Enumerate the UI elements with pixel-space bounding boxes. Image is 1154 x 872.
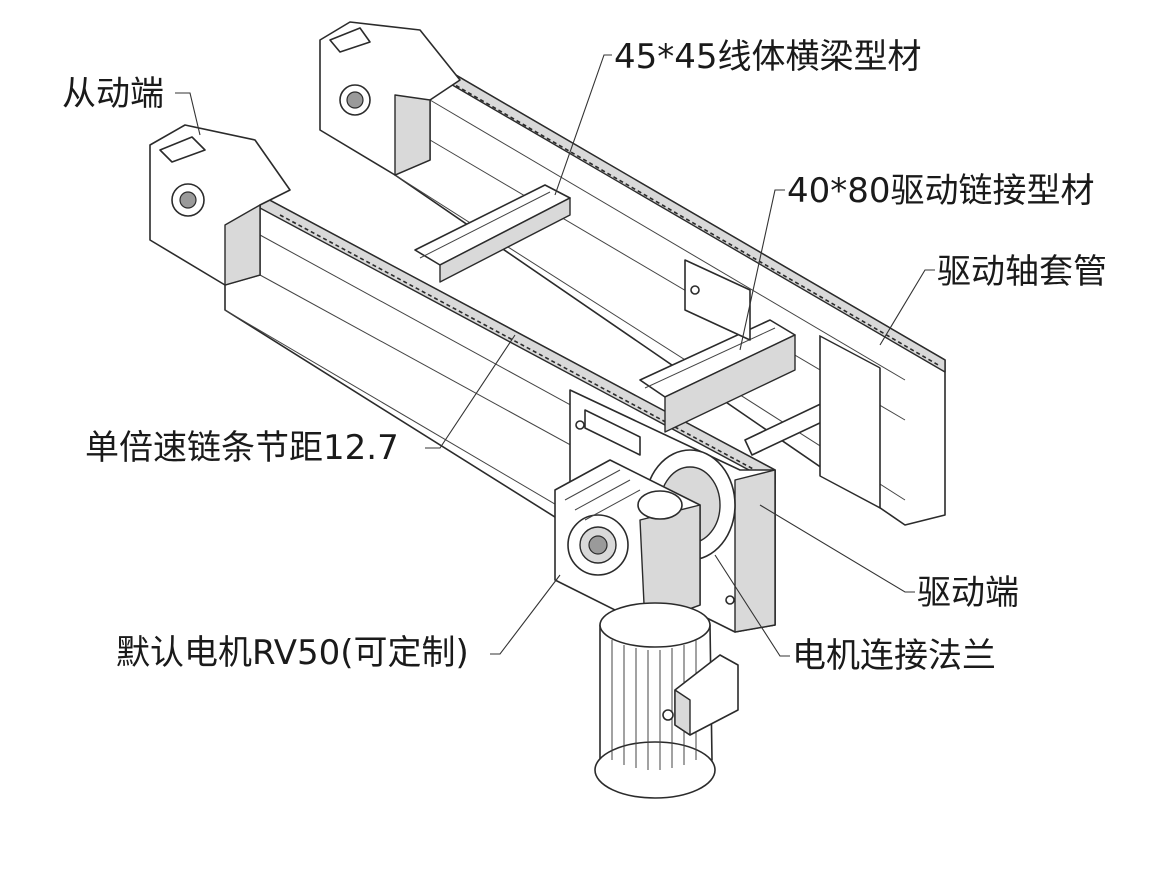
cross-beam-idler	[414, 184, 571, 283]
drive-shaft-sleeve	[744, 335, 881, 509]
back-drive-plate	[684, 259, 751, 341]
gearbox-rv50	[554, 459, 701, 626]
label-default-motor: 默认电机RV50(可定制)	[116, 633, 469, 673]
label-cross-beam: 45*45线体横梁型材	[614, 37, 922, 77]
label-idler-end: 从动端	[62, 74, 164, 114]
label-motor-flange: 电机连接法兰	[792, 636, 996, 676]
label-drive-chain-profile: 40*80驱动链接型材	[787, 171, 1095, 211]
motor	[594, 602, 739, 799]
front-idler-head	[149, 124, 291, 286]
back-rail	[394, 59, 946, 526]
cross-beam-drive	[639, 319, 796, 433]
label-chain-pitch: 单倍速链条节距12.7	[85, 428, 399, 468]
back-idler-head	[319, 21, 461, 176]
label-drive-end: 驱动端	[917, 573, 1019, 613]
leader-lines	[175, 54, 935, 657]
label-drive-shaft-sleeve: 驱动轴套管	[937, 252, 1107, 292]
